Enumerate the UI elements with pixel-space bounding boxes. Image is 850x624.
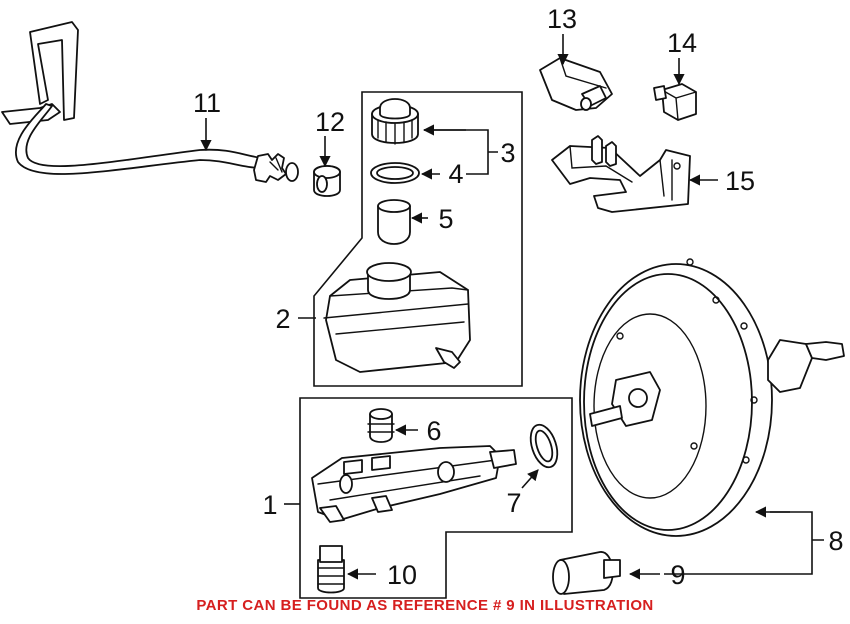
callout-8: 8 [828,526,843,556]
seal-ring-part-4 [370,162,420,184]
vacuum-hose-part-11 [1,21,299,183]
callout-15: 15 [725,166,755,196]
filter-strainer-part-5 [377,199,411,245]
callout-3: 3 [500,138,515,168]
callout-12: 12 [315,107,345,137]
connector-part-14 [653,83,697,121]
pressure-sensor-part-9 [552,551,621,595]
bracket-part-15 [551,135,691,213]
sensor-part-13 [539,57,613,111]
brake-light-switch-part-10 [317,545,345,594]
callout-7: 7 [506,488,521,518]
callout-10: 10 [387,560,417,590]
bracket-8 [664,511,824,575]
callout-4: 4 [448,159,463,189]
callout-11: 11 [193,88,221,118]
callout-2: 2 [275,304,290,334]
callout-6: 6 [426,416,441,446]
grommet-part-12 [313,165,341,197]
fluid-reservoir-part-2 [323,262,471,373]
reference-note: PART CAN BE FOUND AS REFERENCE # 9 IN IL… [196,597,654,614]
callout-13: 13 [547,4,577,34]
leader-7 [521,469,539,489]
callout-5: 5 [438,204,453,234]
master-cylinder-part-1 [311,445,517,523]
callout-9: 9 [670,560,685,590]
callout-1: 1 [262,490,277,520]
o-ring-part-7 [529,423,559,469]
reservoir-cap-part-3 [371,98,419,145]
brake-booster-part-8 [579,258,845,537]
master-cylinder-group-frame [299,397,573,599]
reservoir-group-frame [313,91,523,387]
callout-14: 14 [667,28,697,58]
seal-plug-part-6 [367,408,395,443]
